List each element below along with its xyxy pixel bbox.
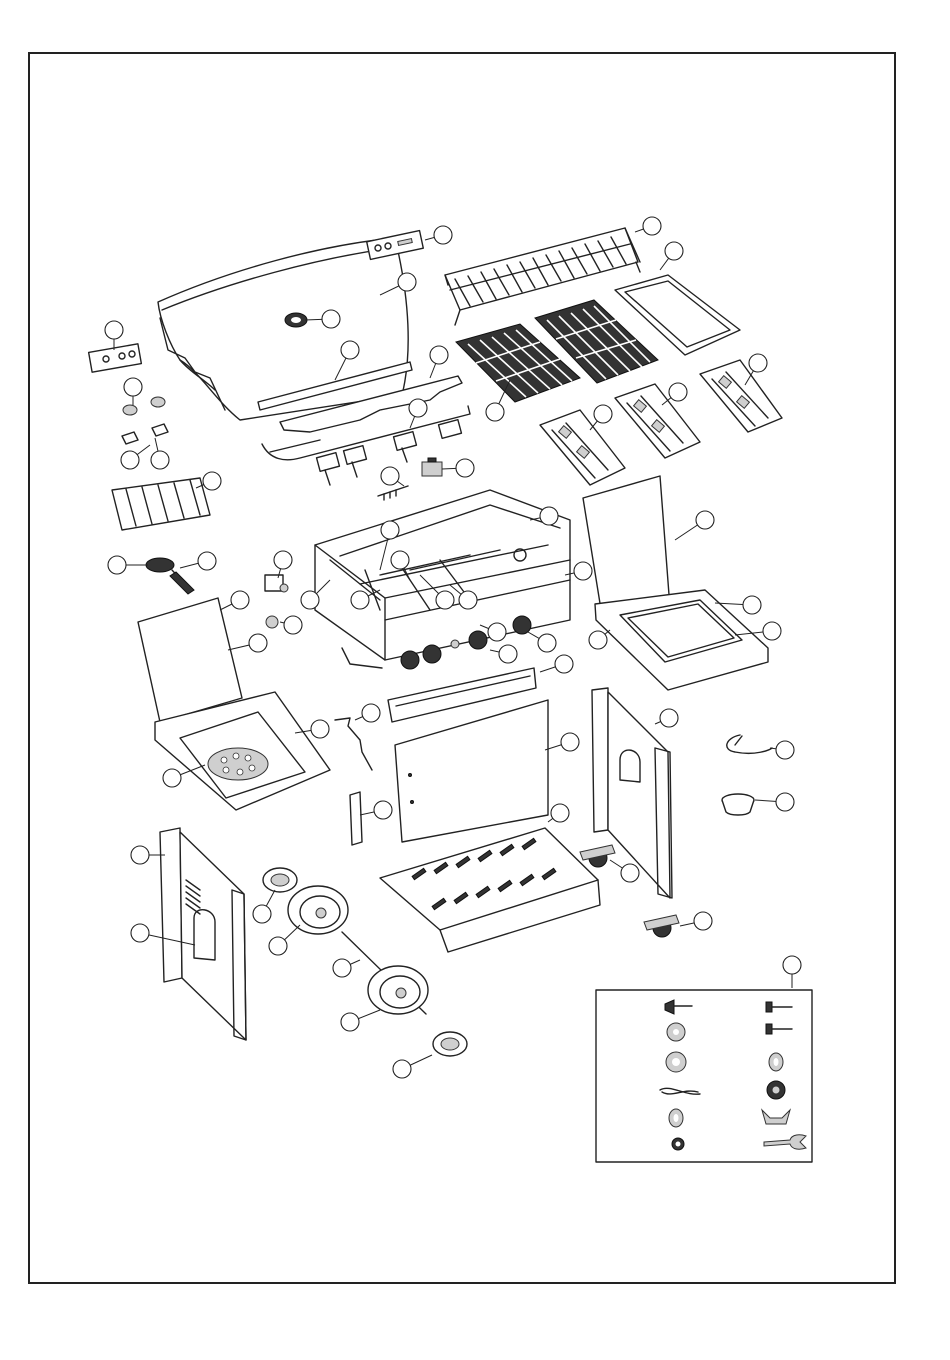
lid-bumper-caps	[123, 397, 165, 415]
callout-circle	[776, 741, 794, 759]
grease-cup	[722, 794, 754, 815]
callout-circle	[574, 562, 592, 580]
left-cart-panel	[160, 828, 246, 1040]
callout-circle	[540, 507, 558, 525]
callout-circle	[351, 591, 369, 609]
callout-circle	[488, 623, 506, 641]
callout-circle	[274, 551, 292, 569]
callout-circle	[743, 596, 761, 614]
callout-circle	[538, 634, 556, 652]
callout-circle	[231, 591, 249, 609]
callout-circle	[151, 451, 169, 469]
wheel-front	[288, 886, 348, 934]
callout-circle	[249, 634, 267, 652]
callout-circle	[341, 1013, 359, 1031]
side-burner-head	[146, 558, 194, 594]
callout-circle	[436, 591, 454, 609]
callout-circle	[776, 793, 794, 811]
callout-circle	[108, 556, 126, 574]
callout-circle	[391, 551, 409, 569]
tank-hook	[727, 735, 772, 753]
callout-circle	[594, 405, 612, 423]
callout-circle	[322, 310, 340, 328]
right-side-shelf	[583, 476, 768, 690]
callout-circle	[105, 321, 123, 339]
callout-circle	[409, 399, 427, 417]
callout-circle	[696, 511, 714, 529]
callout-circle	[253, 905, 271, 923]
callout-circle	[381, 467, 399, 485]
callout-circle	[499, 645, 517, 663]
callout-circle	[486, 403, 504, 421]
locking-caster	[580, 845, 615, 867]
callout-circle	[333, 959, 351, 977]
callout-circle	[665, 242, 683, 260]
lid-hinge-clips	[122, 424, 168, 444]
handle-bracket-set	[89, 344, 142, 372]
callout-circle	[763, 622, 781, 640]
small-nut-icon	[672, 1138, 684, 1150]
bottom-shelf	[380, 828, 600, 952]
callout-circle	[381, 521, 399, 539]
cabinet-door	[395, 700, 548, 842]
callout-circle	[311, 720, 329, 738]
callout-circle	[398, 273, 416, 291]
callout-circle	[551, 804, 569, 822]
callout-circle	[561, 733, 579, 751]
flame-tamer-2	[615, 384, 700, 458]
hex-nut-icon	[767, 1081, 785, 1099]
callout-circle	[131, 924, 149, 942]
lock-washer-icon	[769, 1053, 783, 1071]
hardware-box	[596, 990, 812, 1162]
callout-circle	[459, 591, 477, 609]
flame-tamer-3	[700, 360, 782, 432]
control-knob-small	[266, 616, 278, 628]
callout-circle	[589, 631, 607, 649]
callout-circle	[362, 704, 380, 722]
callout-circle	[124, 378, 142, 396]
callout-circle	[284, 616, 302, 634]
callout-circle	[131, 846, 149, 864]
callout-circle	[121, 451, 139, 469]
flat-washer-icon	[666, 1052, 686, 1072]
electrode-wire	[378, 486, 408, 500]
flat-washer-icon	[667, 1023, 685, 1041]
side-burner-grate	[112, 478, 210, 530]
callout-circle	[393, 1060, 411, 1078]
callout-circle	[341, 341, 359, 359]
swivel-caster	[644, 915, 679, 937]
callout-circle	[694, 912, 712, 930]
callout-circle	[374, 801, 392, 819]
igniter-module	[422, 458, 442, 476]
callout-circle	[555, 655, 573, 673]
callout-circle	[198, 552, 216, 570]
callout-circle	[621, 864, 639, 882]
callout-circle	[301, 591, 319, 609]
callout-circle	[203, 472, 221, 490]
callout-circle	[660, 709, 678, 727]
callout-circle	[749, 354, 767, 372]
warming-rack	[445, 228, 640, 325]
callout-circle	[669, 383, 687, 401]
callout-circle	[430, 346, 448, 364]
callout-circle	[643, 217, 661, 235]
firebox	[315, 490, 570, 669]
door-handle-bracket	[350, 792, 362, 845]
grill-lid	[158, 238, 408, 420]
spring-washer-icon	[669, 1109, 683, 1127]
wheel-hub-cap-bottom	[433, 1032, 467, 1056]
flame-tamer-1	[540, 410, 625, 485]
crossover-tube	[335, 718, 372, 770]
callout-circle	[163, 769, 181, 787]
callout-circle	[434, 226, 452, 244]
wheel-rear	[368, 966, 428, 1014]
callout-circle	[783, 956, 801, 974]
wheel-hub-cap-top	[263, 868, 297, 892]
callout-circle	[269, 937, 287, 955]
side-burner-valve	[265, 575, 288, 592]
callout-circle	[456, 459, 474, 477]
